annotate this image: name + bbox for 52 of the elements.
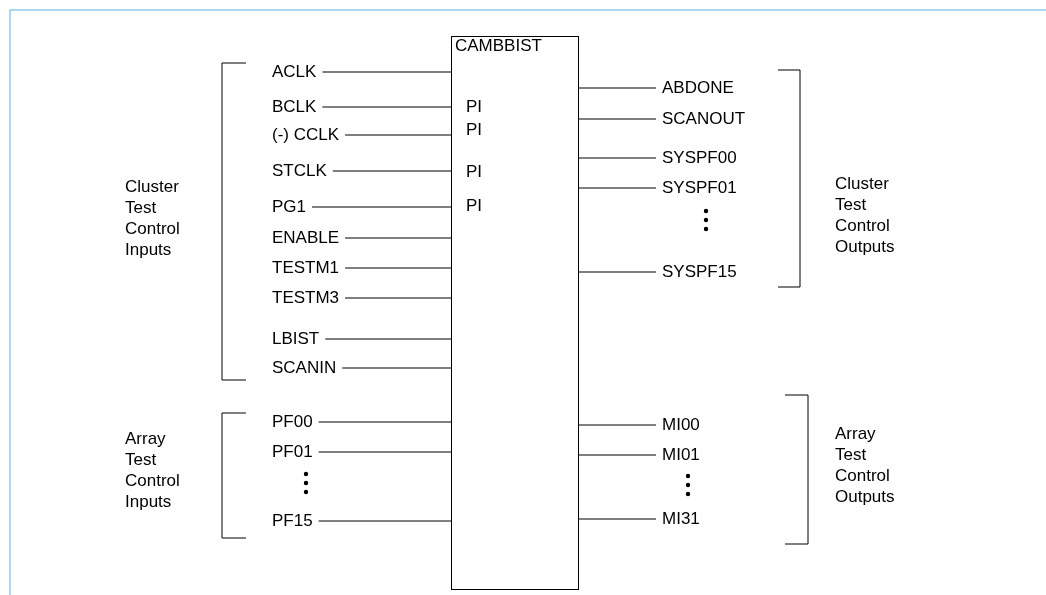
signal-label: SYSPF01 [662,178,737,198]
connector-line [311,206,452,208]
connector-line [318,451,452,453]
connector-line [578,518,657,520]
pin-label: PI [466,196,483,216]
block-box [451,36,579,590]
connector-line [578,157,657,159]
pin-label: PI [466,97,483,117]
signal-label: STCLK [272,161,327,181]
group-label: Cluster Test Control Outputs [835,173,896,257]
pin-label: PI [466,162,483,182]
signal-label: SCANOUT [662,109,746,129]
signal-label: PF15 [272,511,313,531]
group-label: Array Test Control Inputs [125,428,181,512]
block-title: CAMBBIST [455,36,542,56]
connector-line [321,106,452,108]
signal-label: TESTM1 [272,258,340,278]
signal-label: MI00 [662,415,700,435]
signal-label: TESTM3 [272,288,340,308]
connector-line [578,187,657,189]
connector-line [578,271,657,273]
signal-label: SCANIN [272,358,337,378]
signal-label: ACLK [272,62,317,82]
signal-label: PG1 [272,197,307,217]
signal-label: (-) CCLK [272,125,340,145]
signal-label: MI01 [662,445,700,465]
connector-line [344,267,452,269]
connector-line [324,338,452,340]
signal-label: PF01 [272,442,313,462]
connector-line [578,424,657,426]
signal-label: MI31 [662,509,700,529]
signal-label: SYSPF00 [662,148,737,168]
connector-line [341,367,452,369]
connector-line [578,118,657,120]
group-label: Array Test Control Outputs [835,423,896,507]
connector-line [578,87,657,89]
signal-label: SYSPF15 [662,262,737,282]
signal-label: LBIST [272,329,320,349]
pin-label: PI [466,120,483,140]
signal-label: PF00 [272,412,313,432]
signal-label: BCLK [272,97,317,117]
signal-label: ABDONE [662,78,734,98]
connector-line [344,134,452,136]
connector-line [318,520,452,522]
connector-line [344,297,452,299]
connector-line [332,170,452,172]
connector-line [578,454,657,456]
connector-line [344,237,452,239]
signal-label: ENABLE [272,228,340,248]
connector-line [321,71,452,73]
connector-line [318,421,452,423]
group-label: Cluster Test Control Inputs [125,176,181,260]
